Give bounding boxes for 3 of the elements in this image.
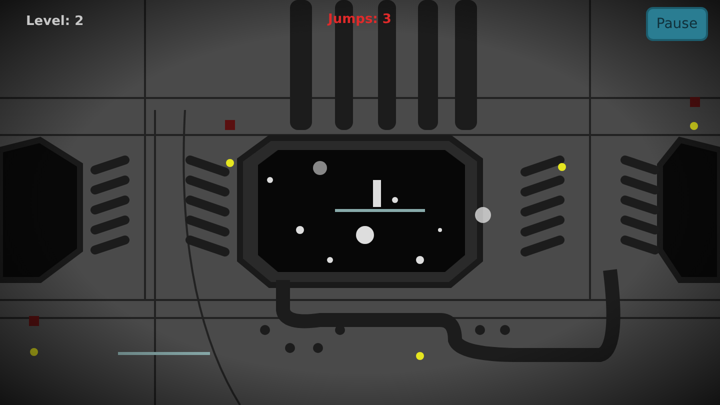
jump-counter: Jumps: 3	[328, 12, 392, 27]
level-counter: Level: 2	[26, 14, 84, 29]
pause-button: Pause	[646, 7, 708, 41]
